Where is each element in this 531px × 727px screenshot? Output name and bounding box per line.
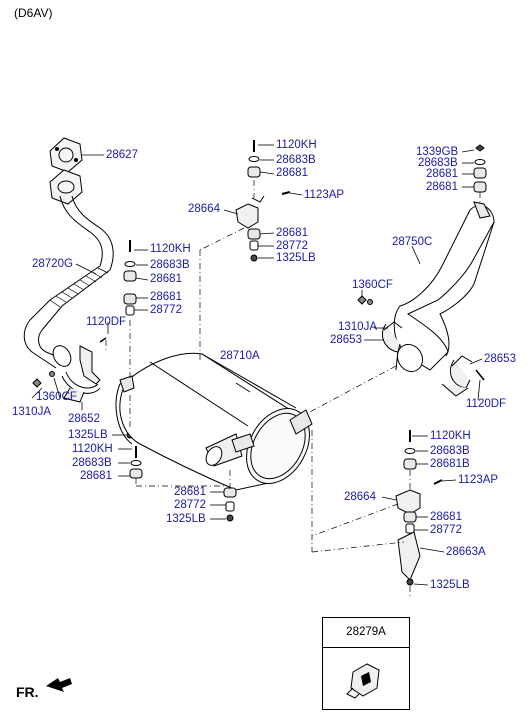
part-label-28683b-top: 28683B [276, 154, 316, 166]
inset-box: 28279A [322, 617, 410, 710]
hanger-bracket-left [61, 345, 101, 403]
front-pipe-part [23, 169, 114, 369]
part-label-1325lb-mid: 1325LB [166, 513, 206, 525]
part-label-28652: 28652 [68, 413, 100, 425]
part-label-28772-c1: 28772 [150, 304, 182, 316]
part-label-1325lb-top: 1325LB [276, 252, 316, 264]
part-label-1123ap-br: 1123AP [458, 474, 499, 486]
part-label-28664-br: 28664 [344, 491, 376, 503]
part-label-1310ja-r: 1310JA [338, 321, 378, 333]
part-label-1360cf-left: 1360CF [36, 391, 77, 403]
part-label-1325lb-br: 1325LB [430, 579, 470, 591]
part-label-28772-top: 28772 [276, 240, 308, 252]
part-label-28720g: 28720G [32, 258, 73, 270]
front-direction-label: FR. [16, 684, 39, 700]
left-isolator-stack [123, 240, 143, 479]
main-muffler-part [115, 352, 313, 491]
part-label-28681-br: 28681 [430, 511, 462, 523]
part-label-28683b-r: 28683B [418, 157, 458, 169]
part-label-28663a: 28663A [446, 546, 486, 558]
top-right-isolator-stack [473, 144, 487, 193]
part-label-28653-b: 28653 [484, 353, 516, 365]
part-label-28772-mid: 28772 [174, 499, 206, 511]
part-label-1120kh-br: 1120KH [430, 430, 471, 442]
part-label-28681-r1: 28681 [426, 168, 458, 180]
gasket-part [49, 137, 83, 173]
variant-code: (D6AV) [14, 6, 53, 20]
inset-part-number: 28279A [323, 618, 409, 648]
part-label-28653-a: 28653 [330, 334, 362, 346]
part-label-28710a: 28710A [220, 350, 260, 362]
part-label-1120kh-left: 1120KH [72, 443, 113, 455]
tail-pipe-part [393, 201, 495, 373]
part-label-28683b-br: 28683B [430, 445, 470, 457]
part-label-28772-br: 28772 [430, 524, 462, 536]
part-label-1120df-r: 1120DF [466, 398, 507, 410]
part-label-1325lb-left: 1325LB [68, 429, 108, 441]
bottom-right-isolator-stack [395, 430, 443, 586]
part-label-28627: 28627 [106, 149, 138, 161]
part-label-28681-r2: 28681 [426, 181, 458, 193]
part-label-28681-mid: 28681 [174, 486, 206, 498]
part-label-28664-top: 28664 [188, 203, 220, 215]
part-label-1339gb: 1339GB [416, 146, 459, 158]
middle-isolator-stack [223, 487, 237, 522]
clip-part-icon [346, 663, 380, 699]
part-label-1360cf-r: 1360CF [352, 279, 393, 291]
part-label-1123ap-top: 1123AP [304, 189, 345, 201]
part-label-28681b-br: 28681B [430, 458, 470, 470]
part-label-1310ja-left: 1310JA [12, 406, 52, 418]
part-label-1120kh-c1: 1120KH [150, 243, 191, 255]
hanger-bracket-right [357, 295, 485, 397]
part-label-1120df-left: 1120DF [86, 316, 127, 328]
front-arrow-icon [46, 678, 72, 692]
part-label-28683b-left: 28683B [72, 457, 112, 469]
part-label-28681-left: 28681 [80, 470, 112, 482]
part-label-1120kh-top: 1120KH [276, 139, 317, 151]
part-label-28683b-c1: 28683B [150, 259, 190, 271]
part-label-28750c: 28750C [392, 236, 433, 248]
part-label-28681-top2: 28681 [276, 227, 308, 239]
part-label-28681-c1: 28681 [150, 273, 182, 285]
part-label-28681-c2: 28681 [150, 291, 182, 303]
part-label-28681-top: 28681 [276, 167, 308, 179]
